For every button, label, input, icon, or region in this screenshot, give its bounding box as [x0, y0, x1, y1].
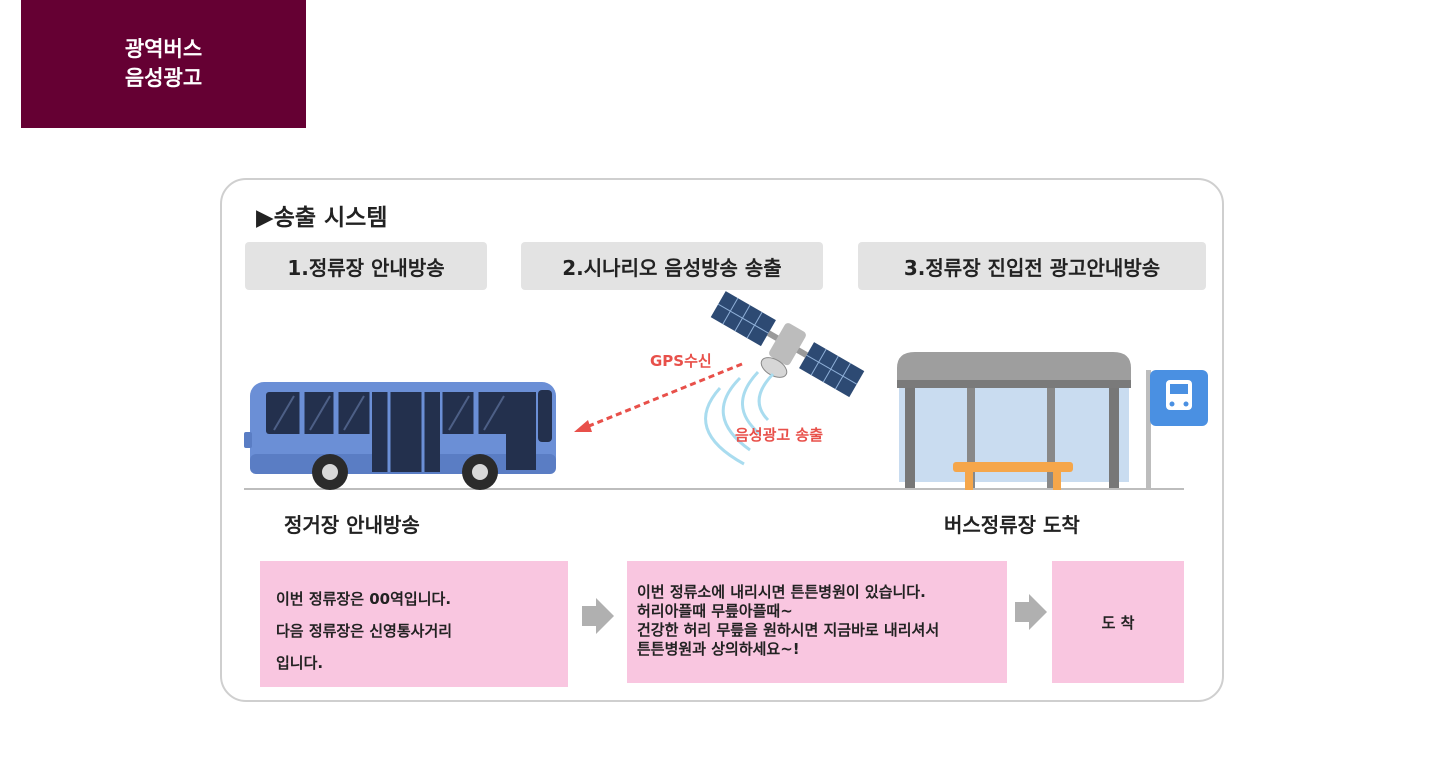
- header-block: 광역버스 음성광고: [21, 0, 306, 128]
- broadcast-waves-icon: [688, 370, 798, 470]
- step-1-label: 1.정류장 안내방송: [287, 252, 444, 281]
- header-title: 광역버스 음성광고: [125, 35, 202, 93]
- broadcast-label: 음성광고 송출: [735, 424, 823, 445]
- step-1-box: 1.정류장 안내방송: [245, 242, 487, 290]
- bus-shelter-icon: [895, 350, 1135, 492]
- message-box-1: 이번 정류장은 00역입니다. 다음 정류장은 신영통사거리 입니다.: [260, 561, 568, 687]
- section-title: ▶송출 시스템: [256, 198, 388, 232]
- arrow-right-icon: [1013, 592, 1049, 632]
- step-2-label: 2.시나리오 음성방송 송출: [562, 252, 781, 281]
- step-2-box: 2.시나리오 음성방송 송출: [521, 242, 823, 290]
- box-2-line-1: 이번 정류소에 내리시면 튼튼병원이 있습니다.: [637, 583, 1007, 602]
- bus-icon: [244, 380, 564, 492]
- stop-caption: 버스정류장 도착: [944, 509, 1080, 538]
- box-1-line-3: 입니다.: [276, 647, 568, 679]
- arrow-right-icon: [580, 596, 616, 636]
- bus-stop-sign-icon: [1140, 366, 1212, 492]
- bus-caption: 정거장 안내방송: [284, 509, 420, 538]
- step-3-box: 3.정류장 진입전 광고안내방송: [858, 242, 1206, 290]
- step-3-label: 3.정류장 진입전 광고안내방송: [904, 252, 1160, 281]
- message-box-3: 도 착: [1052, 561, 1184, 683]
- box-1-line-2: 다음 정류장은 신영통사거리: [276, 615, 568, 647]
- box-2-line-2: 허리아플때 무릎아플때~: [637, 602, 1007, 621]
- box-1-line-1: 이번 정류장은 00역입니다.: [276, 583, 568, 615]
- gps-label: GPS수신: [650, 350, 712, 371]
- box-3-label: 도 착: [1102, 612, 1135, 633]
- message-box-2: 이번 정류소에 내리시면 튼튼병원이 있습니다. 허리아플때 무릎아플때~ 건강…: [627, 561, 1007, 683]
- box-2-line-3: 건강한 허리 무릎을 원하시면 지금바로 내리셔서: [637, 621, 1007, 640]
- box-2-line-4: 튼튼병원과 상의하세요~!: [637, 640, 1007, 659]
